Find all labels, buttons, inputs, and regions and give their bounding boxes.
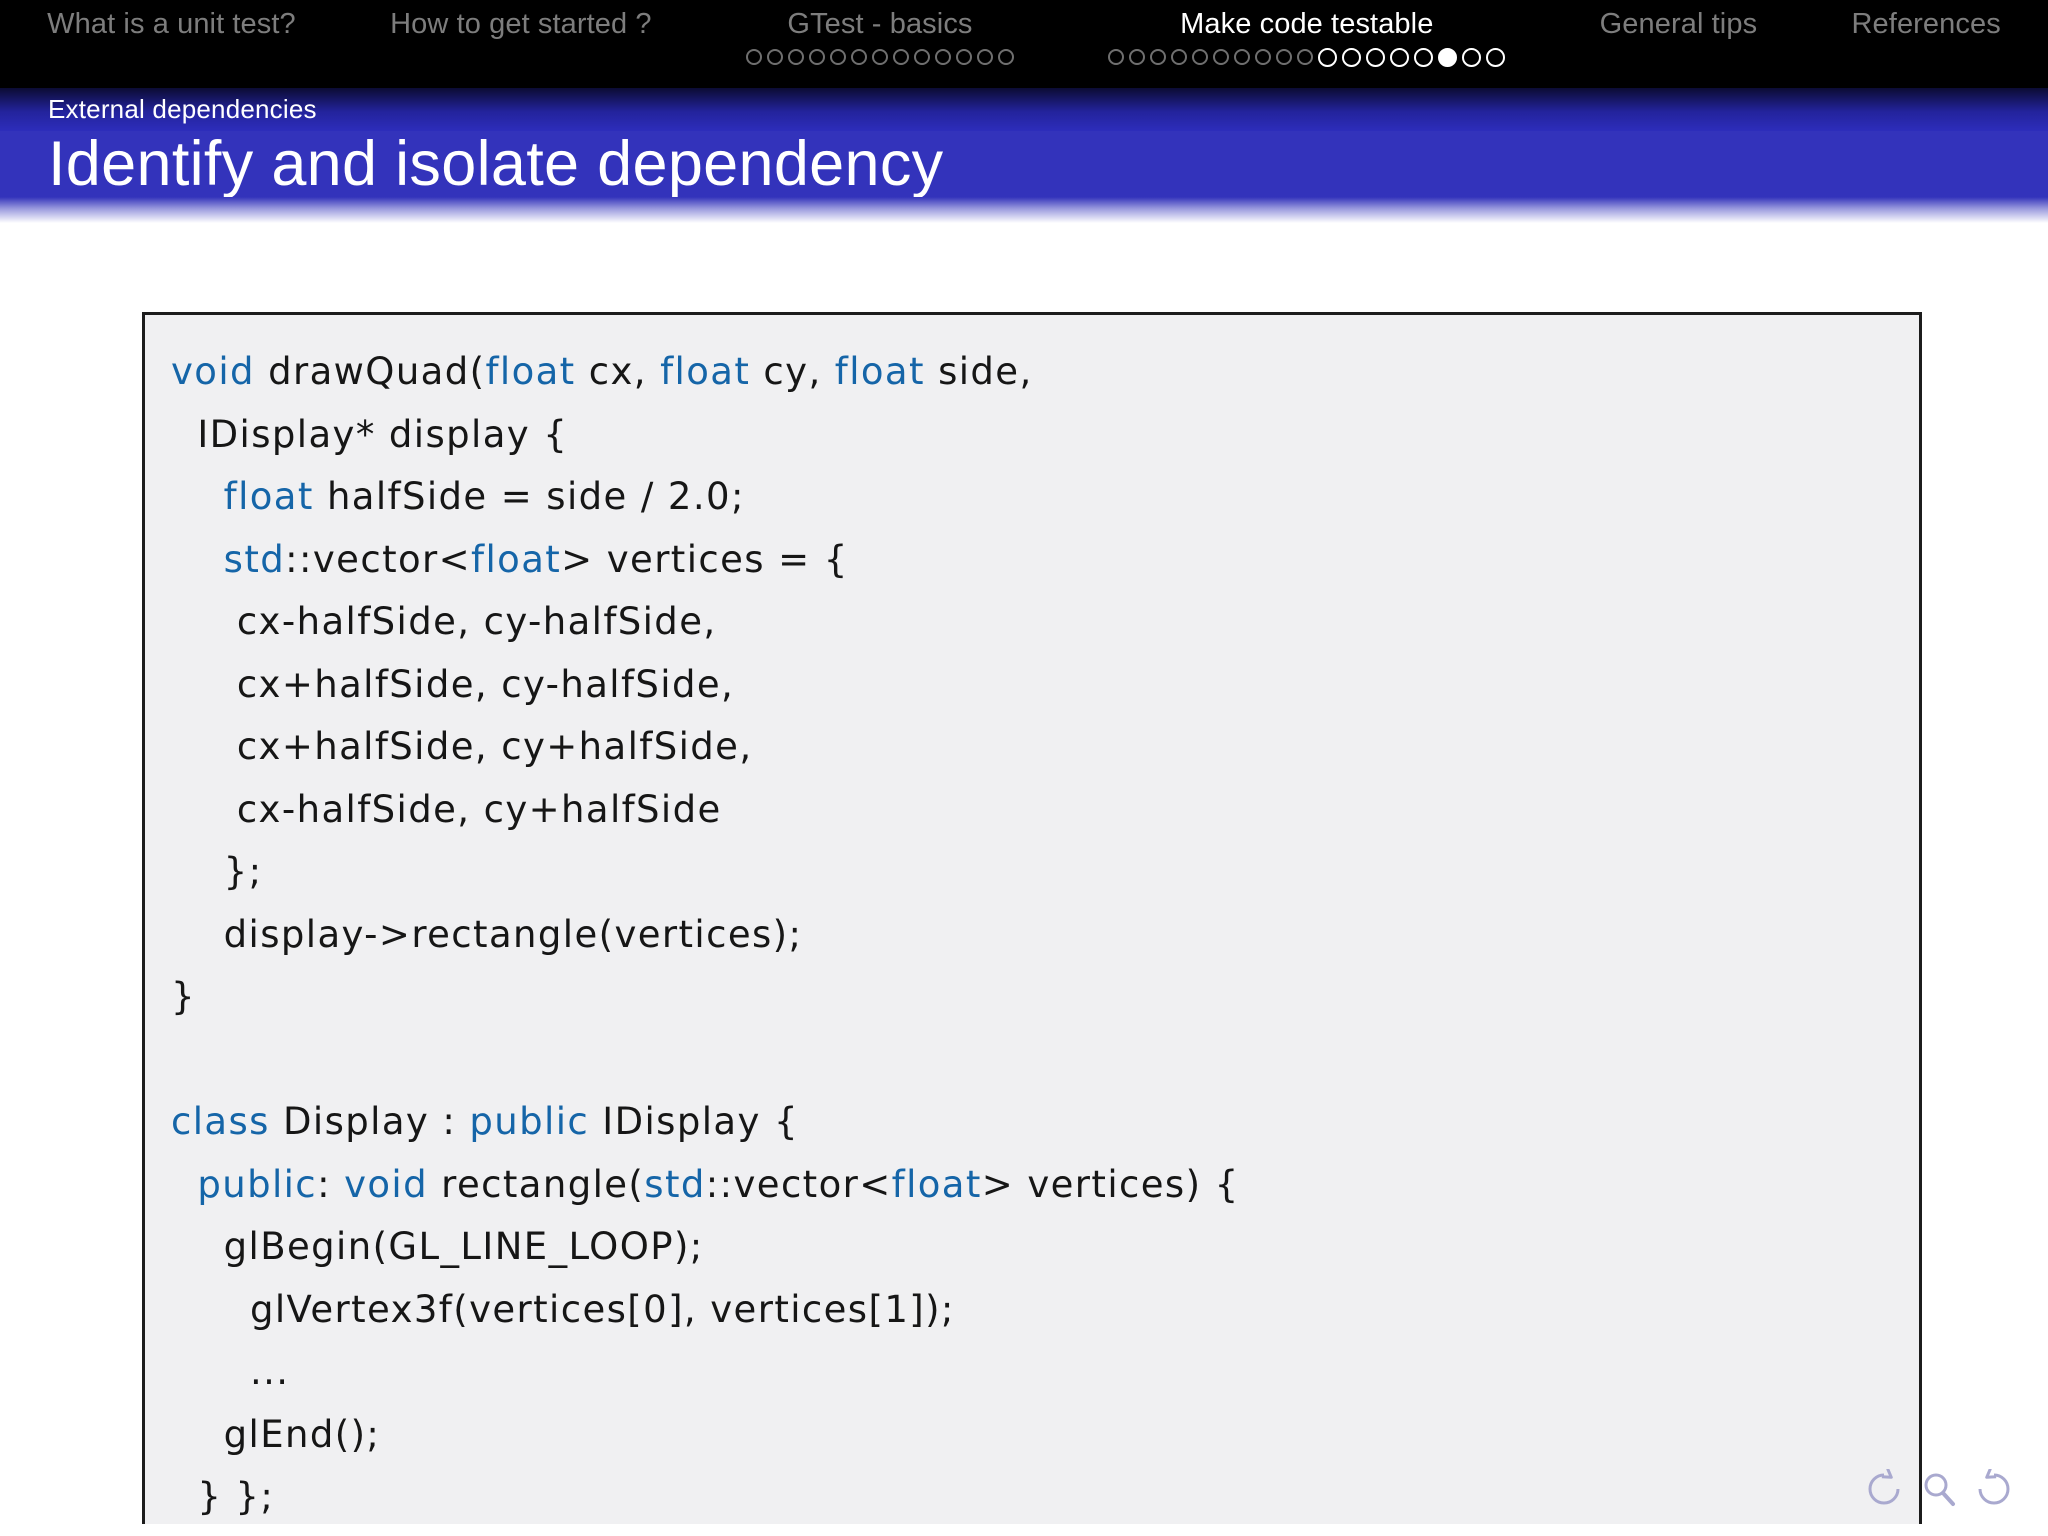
nav-section-general-tips[interactable]: General tips: [1586, 2, 1772, 74]
nav-section-label: GTest - basics: [787, 8, 973, 40]
nav-slide-dot-bright[interactable]: [1414, 47, 1434, 67]
nav-slide-dot-dim[interactable]: [934, 49, 951, 65]
nav-slide-dot-dim[interactable]: [787, 49, 804, 65]
nav-slide-dot-dim[interactable]: [1234, 49, 1251, 65]
nav-slide-dots: [745, 44, 1014, 70]
code-line: [171, 1029, 1919, 1092]
nav-slide-dot-dim[interactable]: [766, 49, 783, 65]
code-keyword: void: [171, 350, 255, 393]
nav-slide-dot-bright[interactable]: [1318, 47, 1338, 67]
nav-slide-dot-dim[interactable]: [1129, 49, 1146, 65]
code-line: cx+halfSide, cy+halfSide,: [223, 725, 753, 768]
nav-section-what-is-a-unit-test[interactable]: What is a unit test?: [33, 2, 310, 74]
code-line: }: [171, 975, 196, 1018]
nav-section-make-code-testable[interactable]: Make code testable: [1094, 2, 1519, 74]
code-line: public: void rectangle(std::vector<float…: [197, 1162, 1240, 1206]
subsection-label: External dependencies: [48, 94, 317, 124]
forward-icon[interactable]: [1968, 1468, 2014, 1514]
code-keyword: float: [223, 475, 314, 518]
code-keyword: float: [660, 350, 751, 393]
nav-slide-dot-dim[interactable]: [1255, 49, 1272, 65]
code-keyword: class: [171, 1100, 270, 1143]
code-keyword: float: [891, 1162, 982, 1206]
nav-slide-dot-dim[interactable]: [892, 49, 909, 65]
nav-section-label: References: [1851, 8, 2001, 40]
code-keyword: float: [485, 350, 576, 393]
nav-slide-dot-dim[interactable]: [829, 49, 846, 65]
nav-slide-dot-dim[interactable]: [976, 49, 993, 65]
nav-section-how-to-get-started[interactable]: How to get started ?: [376, 2, 666, 74]
code-keyword: float: [834, 350, 925, 393]
nav-slide-dot-dim[interactable]: [1276, 49, 1293, 65]
nav-slide-dot-dim[interactable]: [1297, 49, 1314, 65]
code-line: IDisplay* display {: [197, 412, 569, 456]
nav-section-references[interactable]: References: [1838, 2, 2015, 74]
code-line: glEnd();: [223, 1412, 381, 1456]
nav-slide-dot-bright[interactable]: [1486, 47, 1506, 67]
nav-slide-dots: [1108, 44, 1506, 70]
nav-slide-dot-dim[interactable]: [850, 49, 867, 65]
code-block: void drawQuad(float cx, float cy, float …: [142, 312, 1922, 1524]
nav-slide-dot-dim[interactable]: [1108, 49, 1125, 65]
nav-slide-dot-dim[interactable]: [955, 49, 972, 65]
nav-slide-dot-dim[interactable]: [1171, 49, 1188, 65]
nav-slide-dot-bright[interactable]: [1366, 47, 1386, 67]
nav-section-gtest-basics[interactable]: GTest - basics: [732, 2, 1028, 74]
code-line: ...: [249, 1350, 290, 1393]
code-keyword: std: [223, 537, 286, 581]
nav-slide-dot-dim[interactable]: [1150, 49, 1167, 65]
code-line: std::vector<float> vertices = {: [223, 537, 849, 581]
code-line: display->rectangle(vertices);: [223, 912, 803, 956]
nav-slide-dot-dim[interactable]: [1192, 49, 1209, 65]
nav-slide-dot-dim[interactable]: [913, 49, 930, 65]
nav-slide-dot-dim[interactable]: [745, 49, 762, 65]
code-keyword: public: [469, 1100, 590, 1143]
search-icon[interactable]: [1919, 1469, 1959, 1514]
page-title: Identify and isolate dependency: [48, 128, 944, 199]
code-line: class Display : public IDisplay {: [171, 1100, 799, 1143]
code-keyword: void: [344, 1162, 428, 1206]
back-icon[interactable]: [1864, 1468, 1910, 1514]
nav-slide-dot-bright[interactable]: [1462, 47, 1482, 67]
code-line: cx-halfSide, cy-halfSide,: [223, 600, 717, 643]
code-line: void drawQuad(float cx, float cy, float …: [171, 350, 1033, 393]
code-line: glVertex3f(vertices[0], vertices[1]);: [249, 1287, 955, 1331]
nav-slide-dot-dim[interactable]: [871, 49, 888, 65]
code-line: };: [223, 850, 263, 893]
nav-slide-dot-dim[interactable]: [1213, 49, 1230, 65]
nav-section-label: Make code testable: [1180, 8, 1434, 40]
nav-slide-dot-bright[interactable]: [1342, 47, 1362, 67]
top-navigation-bar: What is a unit test? How to get started ?…: [0, 0, 2048, 90]
subsection-bar: External dependencies: [0, 88, 2048, 131]
nav-slide-dot-dim[interactable]: [997, 49, 1014, 65]
code-line: float halfSide = side / 2.0;: [223, 475, 745, 518]
nav-slide-dot-filled[interactable]: [1438, 47, 1458, 67]
code-keyword: public: [197, 1162, 318, 1206]
code-line: glBegin(GL_LINE_LOOP);: [223, 1225, 704, 1268]
nav-section-label: General tips: [1599, 8, 1758, 40]
code-line: cx-halfSide, cy+halfSide: [223, 787, 722, 831]
title-bar-fade: [0, 197, 2048, 223]
nav-section-label: How to get started ?: [390, 8, 652, 40]
code-keyword: float: [471, 537, 562, 581]
slide-title-bar: Identify and isolate dependency: [0, 131, 2048, 197]
code-keyword: std: [644, 1162, 706, 1206]
code-line: } };: [197, 1475, 275, 1518]
nav-section-label: What is a unit test?: [47, 8, 296, 40]
code-line: cx+halfSide, cy-halfSide,: [223, 662, 735, 706]
nav-slide-dot-bright[interactable]: [1390, 47, 1410, 67]
code-content: void drawQuad(float cx, float cy, float …: [145, 315, 1919, 1524]
nav-slide-dot-dim[interactable]: [808, 49, 825, 65]
beamer-navigation-icons: [1864, 1468, 2014, 1514]
